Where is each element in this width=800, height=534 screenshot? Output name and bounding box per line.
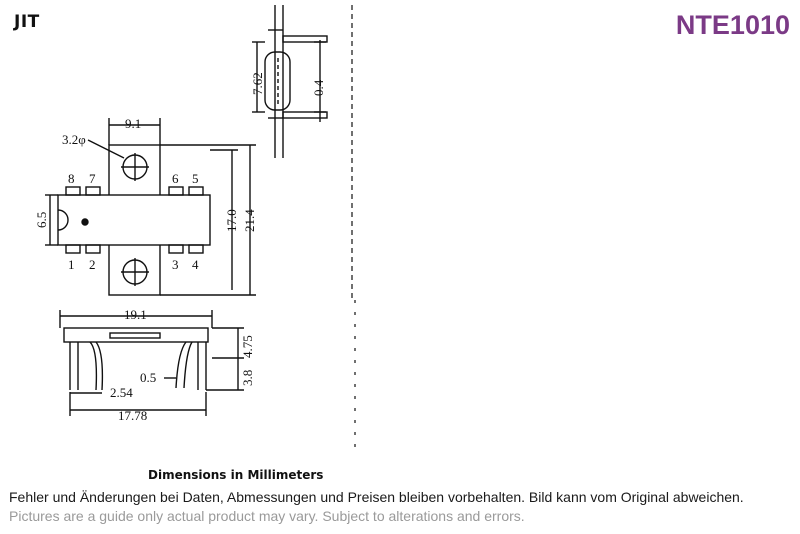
lead-width-label: 0.5: [140, 370, 156, 385]
part-number-title: NTE1010: [675, 10, 790, 40]
pitch-label: 2.54: [110, 385, 133, 400]
pin-label-6: 6: [172, 171, 179, 186]
pin-label-8: 8: [68, 171, 75, 186]
diagram-caption: Dimensions in Millimeters: [148, 468, 324, 482]
body-width-label: 6.5: [34, 212, 49, 228]
front-view: [59, 310, 244, 416]
tab-width-label: 9.1: [125, 116, 141, 131]
pin-label-7: 7: [89, 171, 96, 186]
side-view: [252, 5, 328, 158]
pin-label-1: 1: [68, 257, 75, 272]
span-label: 17.78: [118, 408, 147, 423]
side-height-label: 7.62: [250, 72, 265, 95]
overall-height-label: 21.4: [242, 209, 257, 232]
scan-edge: [351, 5, 356, 455]
side-lead-label: 0.4: [311, 79, 326, 96]
lead-height-label: 3.8: [240, 370, 255, 386]
pin-label-5: 5: [192, 171, 199, 186]
pin-label-3: 3: [172, 257, 179, 272]
top-view: [45, 118, 256, 296]
brand-logo: JIT: [14, 12, 40, 32]
pin-label-4: 4: [192, 257, 199, 272]
disclaimer-english: Pictures are a guide only actual product…: [9, 508, 525, 524]
body-height-label: 17.0: [224, 209, 239, 232]
pin-label-2: 2: [89, 257, 96, 272]
length-label: 19.1: [124, 307, 147, 322]
hole-diameter-label: 3.2φ: [62, 132, 86, 147]
front-height-label: 4.75: [240, 335, 255, 358]
disclaimer-german: Fehler und Änderungen bei Daten, Abmessu…: [9, 489, 744, 505]
